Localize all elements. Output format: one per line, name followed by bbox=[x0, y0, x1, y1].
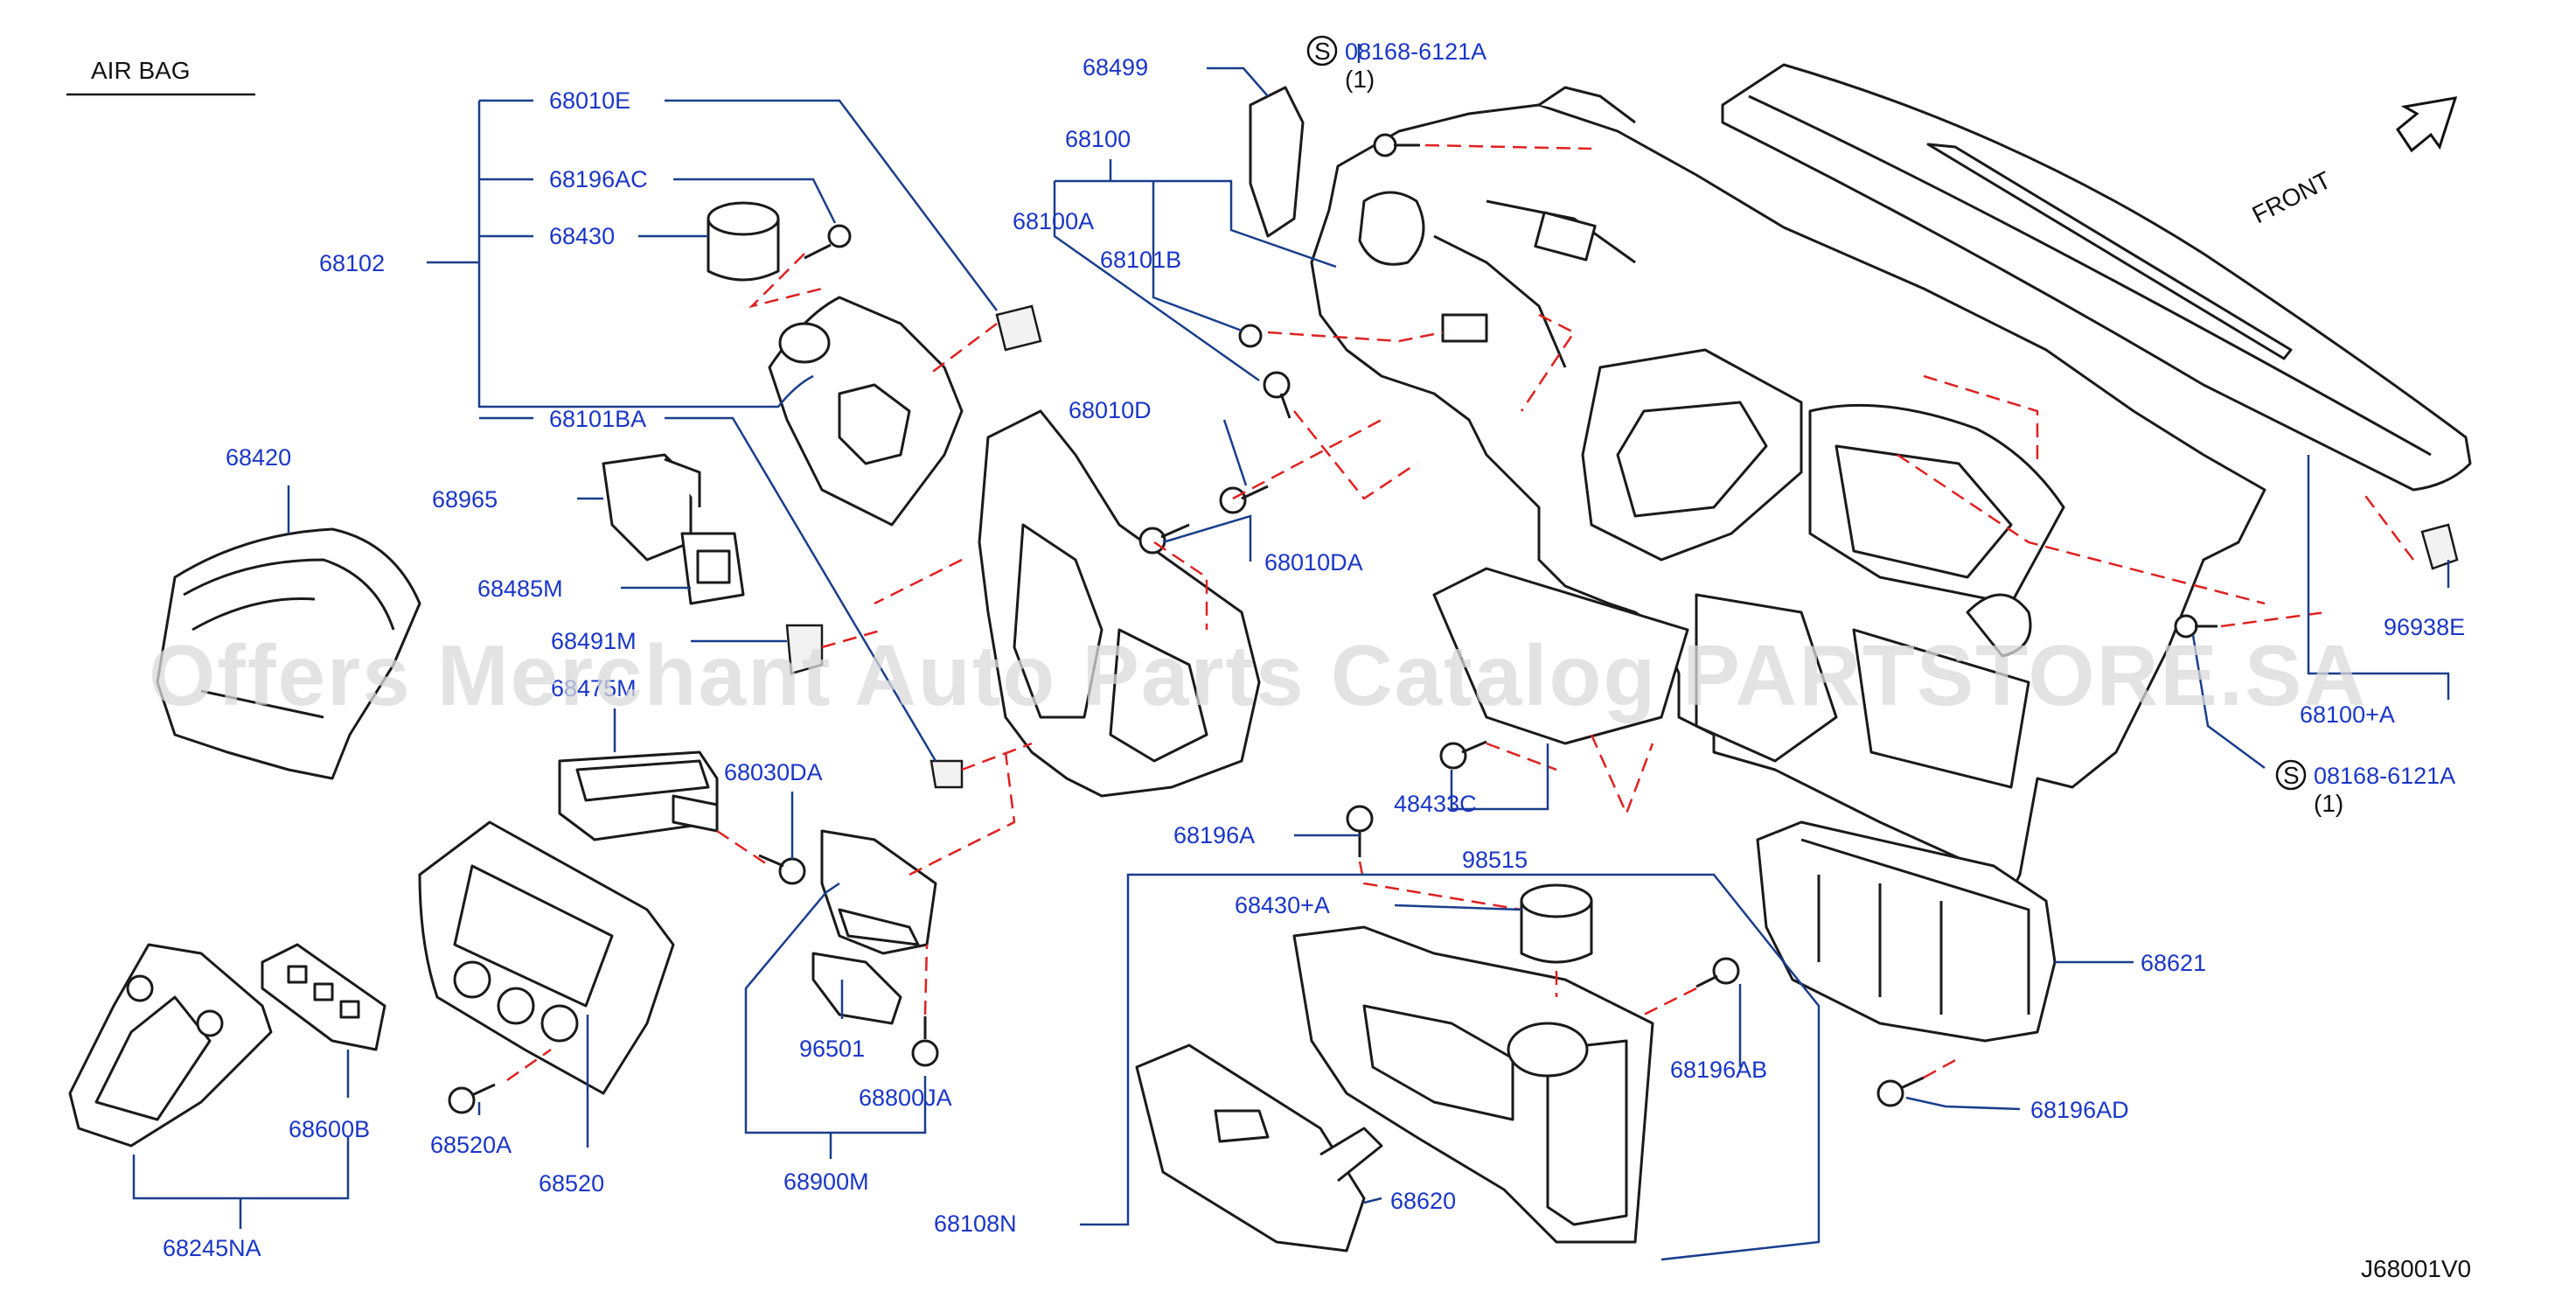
bracket-68965 bbox=[602, 453, 701, 562]
callout-68100plusA[interactable]: 68100+A bbox=[2300, 701, 2395, 728]
meter-hood-68420 bbox=[156, 527, 421, 780]
callout-08168-6121A-right[interactable]: 08168-6121A bbox=[2314, 763, 2455, 789]
switch-68600B bbox=[261, 943, 386, 1051]
leader-lines bbox=[132, 44, 2450, 1261]
callout-68102[interactable]: 68102 bbox=[319, 250, 385, 276]
steering-column-trim bbox=[768, 296, 1261, 798]
screw-icon-68030DA bbox=[758, 854, 806, 885]
assembly-dash-lines bbox=[506, 143, 2414, 1082]
dashboard-top-pad bbox=[1721, 63, 2472, 492]
callout-68101B[interactable]: 68101B bbox=[1100, 247, 1181, 273]
drawing-code: J68001V0 bbox=[2361, 1255, 2471, 1282]
clip-icon-68101B bbox=[1238, 324, 1263, 348]
bracket-68499 bbox=[1249, 86, 1305, 238]
pocket-68475M bbox=[558, 750, 719, 841]
callout-98515[interactable]: 98515 bbox=[1462, 847, 1528, 873]
glovebox-group-68108N bbox=[1135, 883, 1654, 1253]
bolt-icon-right bbox=[2174, 614, 2217, 639]
callout-08168-6121A-top[interactable]: 08168-6121A bbox=[1345, 38, 1486, 65]
callout-68010E[interactable]: 68010E bbox=[549, 87, 630, 114]
callout-68196A[interactable]: 68196A bbox=[1173, 822, 1255, 848]
std-part-symbol-right: S bbox=[2275, 759, 2307, 791]
qty-08168-6121A-top: (1) bbox=[1345, 66, 1375, 93]
front-label: FRONT bbox=[2248, 166, 2336, 228]
callout-68196AB[interactable]: 68196AB bbox=[1670, 1057, 1767, 1083]
lower-trim-68900M bbox=[820, 829, 937, 955]
watermark-text: Offers Merchant Auto Parts Catalog PARTS… bbox=[149, 627, 2367, 723]
svg-text:S: S bbox=[2283, 762, 2300, 789]
callout-68030DA[interactable]: 68030DA bbox=[724, 759, 823, 785]
instrument-panel-main bbox=[1310, 86, 2266, 894]
callout-68101BA[interactable]: 68101BA bbox=[549, 406, 646, 432]
console-finisher-68245NA bbox=[68, 943, 273, 1148]
callout-48433C[interactable]: 48433C bbox=[1394, 791, 1477, 817]
screw-icon-68196A bbox=[1346, 805, 1374, 857]
callout-68196AD[interactable]: 68196AD bbox=[2030, 1097, 2129, 1123]
callout-68010D[interactable]: 68010D bbox=[1069, 397, 1152, 423]
clip-icon-68010E bbox=[995, 304, 1042, 352]
section-title: AIR BAG bbox=[91, 57, 191, 84]
callout-68430[interactable]: 68430 bbox=[549, 223, 615, 249]
screw-icon-68800JA bbox=[911, 1016, 939, 1067]
callout-68430plusA[interactable]: 68430+A bbox=[1235, 892, 1330, 918]
callout-68010DA[interactable]: 68010DA bbox=[1264, 549, 1363, 576]
screw-icon-68196AC bbox=[804, 224, 852, 260]
callout-96501[interactable]: 96501 bbox=[799, 1036, 865, 1062]
callout-68420[interactable]: 68420 bbox=[226, 444, 291, 471]
center-cluster-68520 bbox=[418, 820, 675, 1095]
screw-icon-68196AD bbox=[1876, 1076, 1925, 1107]
callout-68491M[interactable]: 68491M bbox=[551, 628, 637, 654]
screw-icon-68100A bbox=[1263, 371, 1291, 419]
callout-68475M[interactable]: 68475M bbox=[551, 675, 637, 701]
screw-icon-68010D bbox=[1219, 485, 1269, 514]
front-arrow-icon bbox=[2395, 96, 2458, 153]
callout-68621[interactable]: 68621 bbox=[2141, 950, 2206, 976]
screw-icon-68196AB bbox=[1695, 957, 1740, 988]
clip-icon-68101BA bbox=[929, 759, 964, 789]
callout-68100[interactable]: 68100 bbox=[1065, 126, 1131, 152]
clip-68491M bbox=[785, 624, 824, 675]
callout-68485M[interactable]: 68485M bbox=[477, 576, 563, 602]
bezel-68485M bbox=[680, 532, 745, 605]
callout-68900M[interactable]: 68900M bbox=[783, 1169, 869, 1195]
callout-68108N[interactable]: 68108N bbox=[934, 1211, 1017, 1237]
cup-holder-96501 bbox=[811, 952, 902, 1025]
callout-68620[interactable]: 68620 bbox=[1390, 1188, 1456, 1214]
callout-68520[interactable]: 68520 bbox=[539, 1170, 604, 1197]
callout-68800JA[interactable]: 68800JA bbox=[859, 1085, 952, 1111]
callout-96938E[interactable]: 96938E bbox=[2384, 614, 2465, 640]
clip-96938E bbox=[2420, 523, 2459, 570]
callout-68100A[interactable]: 68100A bbox=[1013, 208, 1094, 234]
box-68621 bbox=[1756, 820, 2057, 1043]
callout-68499[interactable]: 68499 bbox=[1083, 54, 1148, 80]
panel-98515 bbox=[1432, 567, 1689, 745]
svg-text:S: S bbox=[1314, 38, 1331, 65]
bolt-icon-top bbox=[1373, 133, 1420, 157]
callout-68520A[interactable]: 68520A bbox=[430, 1132, 512, 1158]
cup-holder-68430 bbox=[707, 201, 780, 282]
callout-68600B[interactable]: 68600B bbox=[289, 1116, 370, 1142]
callout-68245NA[interactable]: 68245NA bbox=[163, 1235, 261, 1261]
callout-68965[interactable]: 68965 bbox=[432, 486, 498, 513]
screw-icon-68520A bbox=[448, 1083, 496, 1114]
std-part-symbol-top: S bbox=[1306, 35, 1338, 66]
callout-68196AC[interactable]: 68196AC bbox=[549, 166, 648, 192]
qty-08168-6121A-right: (1) bbox=[2314, 790, 2343, 817]
screw-icon-68010DA bbox=[1138, 523, 1190, 555]
bolt-icon-48433C bbox=[1439, 740, 1487, 770]
